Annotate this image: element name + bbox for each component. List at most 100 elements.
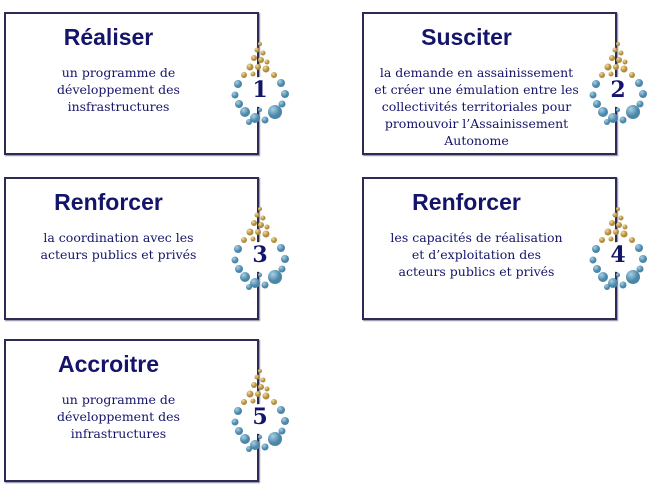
drop-dot xyxy=(629,237,635,243)
drop-dot xyxy=(241,72,247,78)
water-drop-icon: 2 xyxy=(588,40,648,130)
drop-dot xyxy=(268,432,282,446)
drop-dot xyxy=(604,284,610,290)
drop-dot xyxy=(604,228,612,236)
drop-dot xyxy=(261,281,269,289)
card-text-line: développement des xyxy=(57,82,180,97)
drop-dot xyxy=(635,244,643,252)
card-title: Susciter xyxy=(421,24,512,50)
drop-dot xyxy=(271,399,277,405)
drop-dot xyxy=(258,207,262,211)
card-2: Susciter la demande en assainissement et c… xyxy=(362,12,617,155)
drop-dot xyxy=(608,278,618,288)
drop-dot xyxy=(258,435,262,439)
drop-dot xyxy=(258,273,262,277)
drop-dot xyxy=(250,236,256,242)
drop-dot xyxy=(599,237,605,243)
drop-dot xyxy=(246,284,252,290)
drop-dot xyxy=(262,65,270,73)
drop-dot xyxy=(240,272,250,282)
card-title: Renforcer xyxy=(412,189,521,215)
drop-dot xyxy=(231,91,239,99)
drop-dot xyxy=(589,256,597,264)
drop-dot xyxy=(240,434,250,444)
drop-dot xyxy=(608,113,618,123)
drop-dot xyxy=(264,386,270,392)
drop-dot xyxy=(258,108,262,112)
drop-dot xyxy=(261,443,269,451)
drop-dot xyxy=(277,406,285,414)
drop-dot xyxy=(616,207,620,211)
drop-dot xyxy=(598,107,608,117)
card-title: Réaliser xyxy=(63,24,154,50)
drop-dot xyxy=(241,399,247,405)
drop-dot xyxy=(246,390,254,398)
drop-dot xyxy=(619,281,627,289)
drop-dot xyxy=(616,222,622,228)
drop-dot xyxy=(250,113,260,123)
drop-dot xyxy=(258,369,262,373)
card-title: Accroitre xyxy=(58,351,159,377)
drop-dot xyxy=(281,90,289,98)
drop-dot xyxy=(626,105,640,119)
drop-dot xyxy=(262,392,270,400)
drop-dot xyxy=(234,407,242,415)
drop-dot xyxy=(636,265,644,273)
drop-dot xyxy=(254,47,260,53)
step-number: 5 xyxy=(252,404,268,430)
drop-dot xyxy=(250,398,256,404)
drop-dot xyxy=(593,265,601,273)
drop-dot xyxy=(235,265,243,273)
drop-dot xyxy=(589,91,597,99)
card-1: Réaliser un programme de développement des… xyxy=(4,12,259,155)
drop-dot xyxy=(618,50,624,56)
drop-dot xyxy=(258,42,262,46)
drop-dot xyxy=(281,417,289,425)
drop-dot xyxy=(254,212,260,218)
drop-dot xyxy=(246,228,254,236)
card-text-line: un programme de xyxy=(61,65,176,80)
drop-dot xyxy=(639,255,647,263)
drop-dot xyxy=(262,230,270,238)
drop-dot xyxy=(609,220,615,226)
water-drop-icon: 1 xyxy=(230,40,290,130)
drop-dot xyxy=(629,72,635,78)
card-text-line: acteurs publics et privés xyxy=(398,264,555,279)
drop-dot xyxy=(277,79,285,87)
drop-dot xyxy=(608,236,614,242)
drop-dot xyxy=(231,418,239,426)
card-text-line: promouvoir l’Assainissement xyxy=(384,116,569,131)
drop-dot xyxy=(250,71,256,77)
drop-dot xyxy=(616,42,620,46)
card-text-line: la demande en assainissement xyxy=(379,65,574,80)
drop-dot xyxy=(609,55,615,61)
drop-dot xyxy=(598,272,608,282)
drop-dot xyxy=(246,63,254,71)
drop-dot xyxy=(235,100,243,108)
card-text-line: et d’exploitation des xyxy=(411,247,542,262)
water-drop-icon: 4 xyxy=(588,205,648,295)
drop-dot xyxy=(635,79,643,87)
drop-dot xyxy=(251,55,257,61)
drop-dot xyxy=(616,273,620,277)
card-text-line: développement des xyxy=(57,409,180,424)
drop-dot xyxy=(592,80,600,88)
card-text-line: et créer une émulation entre les xyxy=(374,82,579,97)
drop-dot xyxy=(254,374,260,380)
drop-dot xyxy=(622,224,628,230)
drop-dot xyxy=(234,245,242,253)
drop-dot xyxy=(271,72,277,78)
drop-dot xyxy=(251,220,257,226)
drop-dot xyxy=(278,100,286,108)
drop-dot xyxy=(268,270,282,284)
drop-dot xyxy=(260,377,266,383)
drop-dot xyxy=(261,116,269,124)
drop-dot xyxy=(622,59,628,65)
drop-dot xyxy=(255,391,261,397)
drop-dot xyxy=(620,65,628,73)
